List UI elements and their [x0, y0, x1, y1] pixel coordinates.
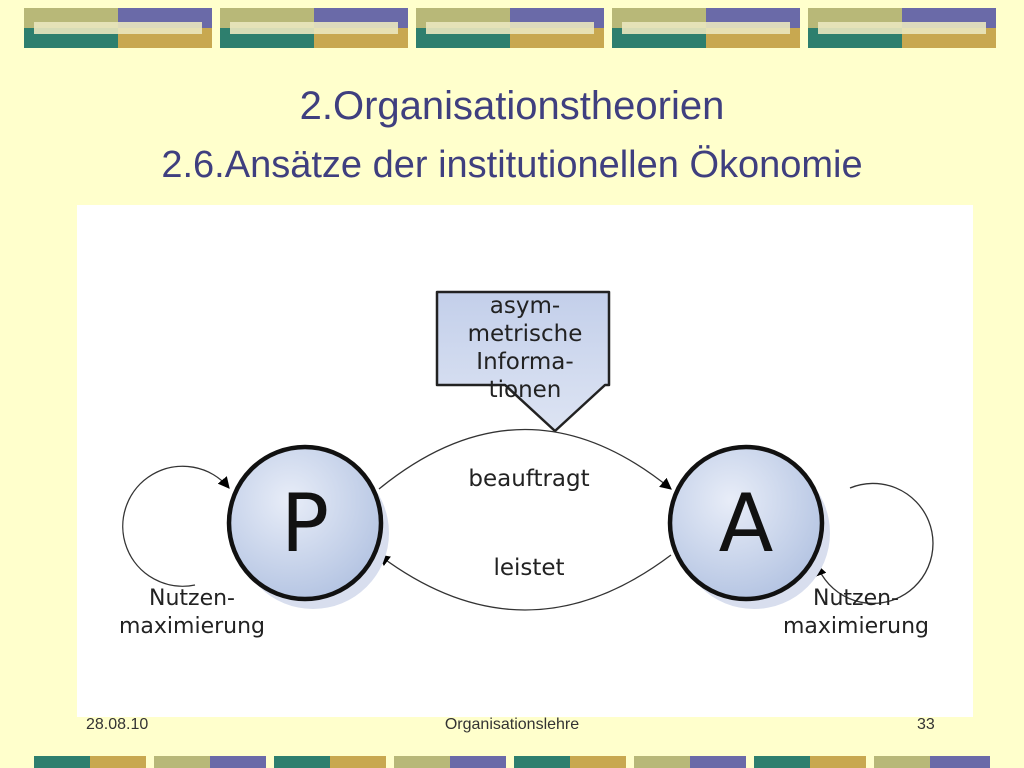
top-decoration-block [24, 8, 212, 48]
information-arrow [435, 290, 611, 433]
top-decoration-block [612, 8, 800, 48]
slide-title: 2.Organisationstheorien [299, 84, 725, 128]
information-arrow-line: tionen [489, 377, 562, 403]
top-decoration-block [220, 8, 408, 48]
principal-loop-label: maximierung [119, 614, 265, 639]
commissions-arrow [378, 429, 672, 490]
delivers-arrow [378, 554, 672, 611]
principal-self-loop-arrow [122, 465, 230, 587]
information-arrow-line: metrische [468, 321, 583, 347]
footer-page-number: 33 [917, 716, 935, 733]
bottom-decoration-band [34, 756, 990, 768]
agent-letter: A [719, 477, 774, 570]
top-decoration-band [24, 8, 996, 48]
agent-self-loop-arrow [815, 482, 934, 605]
agent-loop-label: maximierung [783, 614, 929, 639]
top-decoration-block [416, 8, 604, 48]
principal-circle [226, 444, 384, 602]
information-arrow-line: Informa- [476, 349, 573, 375]
footer-date: 28.08.10 [86, 716, 149, 733]
agent-loop-label: Nutzen- [813, 586, 899, 611]
principal-letter: P [281, 477, 329, 570]
agent-circle [667, 444, 825, 602]
information-arrow-line: asym- [490, 293, 560, 319]
principal-loop-label: Nutzen- [149, 586, 235, 611]
slide-subtitle: 2.6.Ansätze der institutionellen Ökonomi… [161, 144, 863, 186]
top-decoration-block [808, 8, 996, 48]
principal-agent-diagram-panel: asym- metrische Informa- tionen P A beau… [77, 205, 973, 717]
footer-title: Organisationslehre [444, 716, 580, 733]
commissions-label: beauftragt [468, 466, 589, 492]
principal-agent-diagram: asym- metrische Informa- tionen P A beau… [119, 290, 934, 639]
delivers-label: leistet [493, 555, 564, 581]
